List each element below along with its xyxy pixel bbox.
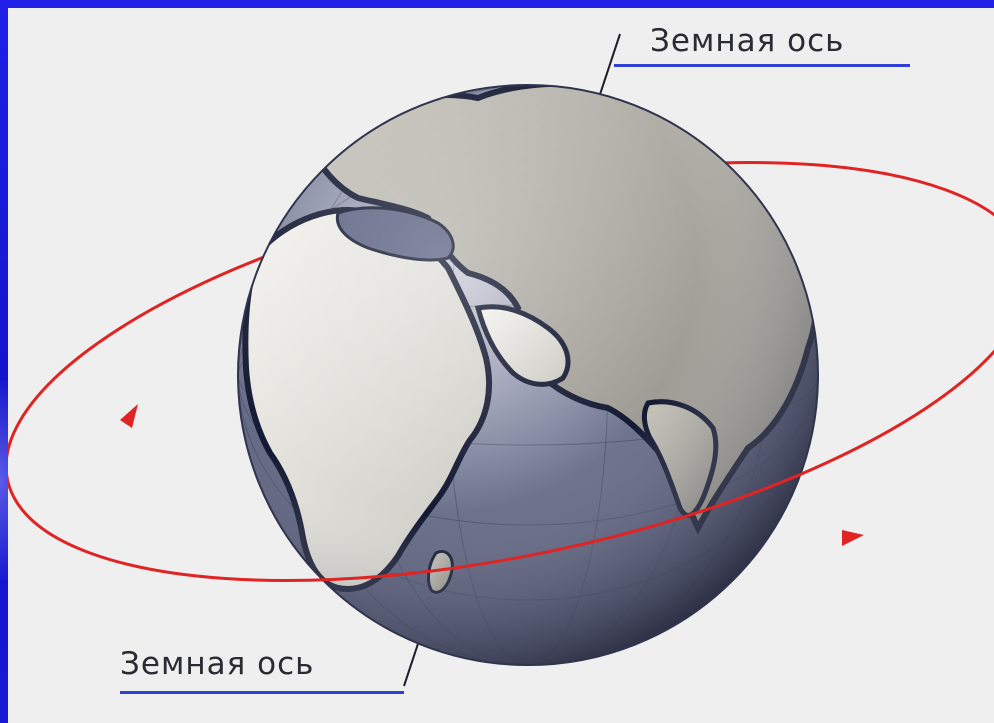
axis-label-bottom-underline: [120, 691, 404, 694]
orbit-front: [8, 341, 939, 582]
earth-rotation-diagram: [8, 33, 994, 687]
axis-label-top-underline: [614, 64, 910, 67]
arrowhead-icon: [842, 530, 864, 546]
diagram-panel: Земная ось Земная ось: [8, 8, 994, 723]
axis-label-top: Земная ось: [650, 23, 845, 59]
axis-label-bottom: Земная ось: [120, 646, 315, 682]
earth-globe-icon: [237, 84, 819, 666]
arrowhead-icon: [120, 404, 138, 428]
